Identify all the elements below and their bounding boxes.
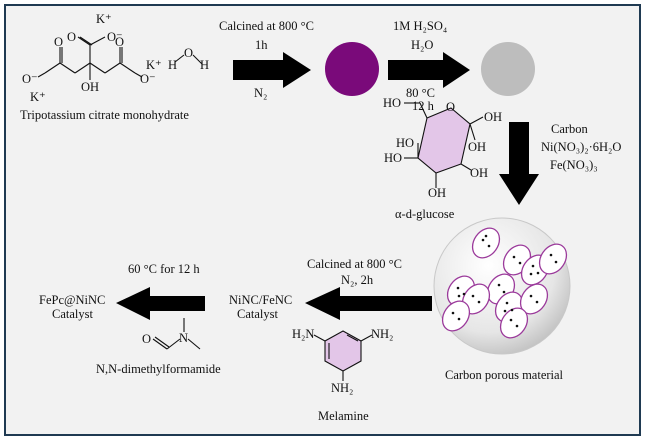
citrate-structure: [37, 36, 143, 80]
glucose-ho-upperleft: HO: [396, 136, 415, 150]
citrate-o-minus-right: O⁻: [140, 72, 156, 86]
citrate-k-bottom: K⁺: [30, 90, 46, 104]
step4-temperature: Calcined at 800 °C: [307, 257, 402, 271]
glucose-oh-bottom: OH: [428, 186, 447, 200]
glucose-structure: [404, 102, 484, 188]
step1-temperature: Calcined at 800 °C: [219, 19, 314, 33]
water-h-right: H: [200, 58, 210, 72]
citrate-k-mid: K⁺: [146, 58, 162, 72]
step2-temperature: 80 °C: [406, 86, 435, 100]
step1-time: 1h: [255, 38, 268, 52]
step4-atmosphere: N₂, 2h: [341, 273, 374, 287]
dmf-o: O: [142, 332, 152, 346]
citrate-o-minus-left: O⁻: [22, 72, 38, 86]
pore-nanoparticles: [451, 234, 558, 328]
step2-solvent: H₂O: [411, 38, 434, 52]
step2-time: 12 h: [412, 99, 434, 113]
gray-carbon-sphere: [481, 42, 535, 96]
citrate-o-upper: O: [67, 30, 77, 44]
arrow-impregnation: [499, 122, 539, 205]
intermediate-catalyst-type: Catalyst: [237, 307, 278, 321]
dmf-n: N: [179, 331, 189, 345]
purple-carbon-sphere: [325, 42, 379, 96]
melamine-label: Melamine: [318, 409, 369, 423]
dmf-structure: [152, 318, 201, 350]
step3-carbon: Carbon: [551, 122, 588, 136]
citrate-o-right: O: [115, 35, 125, 49]
step5-conditions: 60 °C for 12 h: [128, 262, 200, 276]
glucose-oh-lowright: OH: [470, 166, 489, 180]
dmf-label: N,N-dimethylformamide: [96, 362, 221, 376]
glucose-ho-left: HO: [384, 151, 403, 165]
arrow-phthalocyanine: [116, 287, 205, 320]
melamine-nh2-bottom: NH₂: [331, 381, 354, 395]
step1-atmosphere: N₂: [254, 86, 268, 100]
glucose-label: α-d-glucose: [395, 207, 455, 221]
citrate-oh: OH: [81, 80, 100, 94]
glucose-ring-o: O: [446, 100, 456, 114]
step3-nickel-salt: Ni(NO₃)₂·6H₂O: [541, 140, 622, 154]
melamine-nh2-right: NH₂: [371, 327, 394, 341]
glucose-oh-top: OH: [484, 110, 503, 124]
glucose-ho-ch2: HO: [383, 96, 402, 110]
glucose-oh-right: OH: [468, 140, 487, 154]
citrate-o-left: O: [54, 35, 64, 49]
citrate-k-top: K⁺: [96, 12, 112, 26]
pore-ellipses: [441, 227, 568, 339]
water-molecule: [174, 54, 203, 65]
porous-material-label: Carbon porous material: [445, 368, 564, 382]
step2-acid: 1M H₂SO₄: [393, 19, 448, 33]
final-catalyst-name: FePc@NiNC: [39, 293, 106, 307]
arrow-calcination-2: [305, 287, 432, 320]
citrate-o-minus-top: O⁻: [107, 30, 123, 44]
water-o: O: [184, 46, 194, 60]
water-h-left: H: [168, 58, 178, 72]
arrow-calcination-1: [233, 52, 311, 88]
start-material-label: Tripotassium citrate monohydrate: [20, 108, 189, 122]
scheme-frame: [4, 4, 641, 436]
step3-iron-salt: Fe(NO₃)₃: [550, 158, 598, 172]
melamine-structure: [313, 330, 373, 381]
final-catalyst-type: Catalyst: [52, 307, 93, 321]
arrow-acid-wash: [388, 52, 470, 88]
melamine-h2n: H₂N: [292, 327, 315, 341]
intermediate-catalyst-name: NiNC/FeNC: [229, 293, 293, 307]
